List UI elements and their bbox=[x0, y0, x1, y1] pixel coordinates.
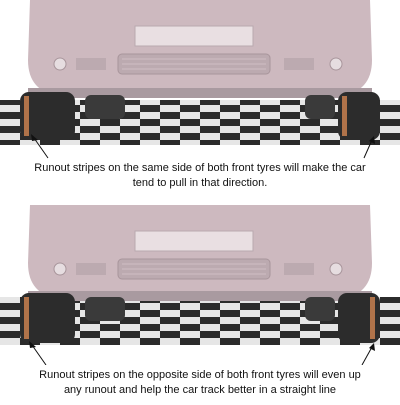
arrow-right bbox=[363, 139, 373, 159]
tyre-left bbox=[20, 293, 75, 343]
rear-tyre-left bbox=[85, 297, 125, 321]
number-plate bbox=[134, 230, 254, 252]
vent-right bbox=[284, 58, 314, 70]
vent-left bbox=[76, 58, 106, 70]
arrow-right bbox=[361, 346, 373, 365]
car-bumper bbox=[28, 205, 372, 299]
rear-tyre-left bbox=[85, 95, 125, 119]
panel-same-side: Runout stripes on the same side of both … bbox=[0, 0, 400, 200]
fog-light-right bbox=[329, 57, 343, 71]
vent-left bbox=[76, 263, 106, 275]
caption-opposite-side: Runout stripes on the opposite side of b… bbox=[0, 368, 400, 398]
caption-line-1: Runout stripes on the same side of both … bbox=[34, 162, 366, 174]
car-bumper bbox=[28, 0, 372, 96]
car-skirt bbox=[28, 291, 372, 301]
fog-light-right bbox=[329, 262, 343, 276]
panel-opposite-side: Runout stripes on the opposite side of b… bbox=[0, 205, 400, 405]
rear-tyre-right bbox=[305, 95, 335, 119]
caption-line-2: tend to pull in that direction. bbox=[132, 177, 268, 189]
number-plate bbox=[134, 25, 254, 47]
car-skirt bbox=[28, 88, 372, 98]
runout-stripe-right-tyre bbox=[342, 96, 347, 136]
car-front-illustration bbox=[0, 0, 400, 159]
arrow-left bbox=[31, 344, 47, 365]
runout-stripe-right-tyre bbox=[370, 297, 375, 339]
caption-same-side: Runout stripes on the same side of both … bbox=[0, 161, 400, 191]
arrow-left bbox=[33, 137, 49, 159]
tyre-right bbox=[338, 92, 380, 140]
tyre-right bbox=[338, 293, 380, 343]
caption-line-1: Runout stripes on the opposite side of b… bbox=[39, 369, 361, 381]
fog-light-left bbox=[53, 57, 67, 71]
runout-stripe-left-tyre bbox=[24, 297, 29, 339]
rear-tyre-right bbox=[305, 297, 335, 321]
vent-right bbox=[284, 263, 314, 275]
car-front-illustration bbox=[0, 205, 400, 365]
fog-light-left bbox=[53, 262, 67, 276]
caption-line-2: any runout and help the car track better… bbox=[63, 384, 337, 396]
tyre-left bbox=[20, 92, 75, 140]
runout-stripe-left-tyre bbox=[24, 96, 29, 136]
